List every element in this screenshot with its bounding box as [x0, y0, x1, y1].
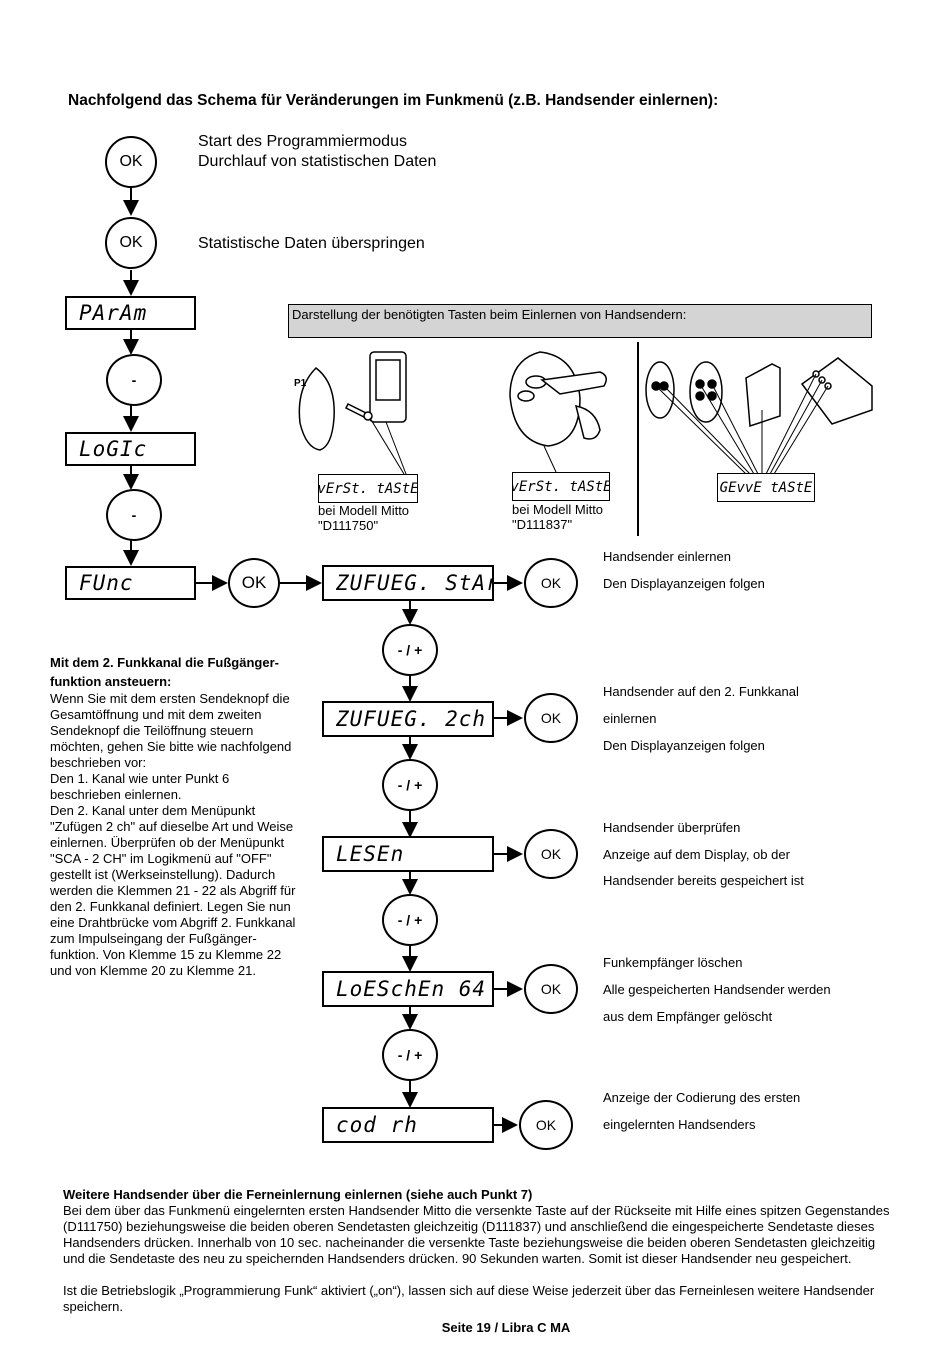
- bottom-para1-line: (D111750) beziehungsweise die beiden obe…: [63, 1219, 875, 1234]
- bottom-para1-line: und die Sendetaste des neu zu speichernd…: [63, 1251, 852, 1266]
- body-line: einlernen. Überprüfen ob der Menüpunkt: [50, 835, 285, 850]
- skip-text: Statistische Daten überspringen: [198, 235, 425, 252]
- body-line: den 2. Funkkanal definiert. Legen Sie nu…: [50, 899, 291, 914]
- body-line: Sendeknopf die Teilöffnung steuern: [50, 723, 254, 738]
- bottom-title: Weitere Handsender über die Ferneinlernu…: [63, 1187, 533, 1202]
- step3-line1: Handsender überprüfen: [603, 820, 741, 835]
- minus-button-2[interactable]: -: [106, 489, 162, 541]
- body-line: beschrieben einlernen.: [50, 787, 182, 802]
- body-line: "Zufügen 2 ch" auf dieselbe Art und Weis…: [50, 819, 294, 834]
- ok-button-step3[interactable]: OK: [524, 829, 578, 879]
- step2-line1: Handsender auf den 2. Funkkanal: [603, 684, 799, 699]
- body-line: zum Impulseingang der Fußgänger-: [50, 931, 257, 946]
- step4-line1: Funkempfänger löschen: [603, 955, 743, 970]
- start-text-line2: Durchlauf von statistischen Daten: [198, 153, 437, 170]
- bottom-para1-line: Handsenders drücken. Innerhalb von 10 se…: [63, 1235, 876, 1250]
- model2-line2: "D111837": [512, 517, 573, 532]
- ok-button-func[interactable]: OK: [228, 558, 280, 608]
- minus-button-1[interactable]: -: [106, 354, 162, 406]
- body-line: beschrieben vor:: [50, 755, 147, 770]
- body-line: eine Drahtbrücke vom Abgriff 2. Funkkana…: [50, 915, 296, 930]
- model1-line2: "D111750": [318, 518, 379, 533]
- step1-line1: Handsender einlernen: [603, 549, 731, 564]
- keys-panel-title: Darstellung der benötigten Tasten beim E…: [288, 304, 872, 338]
- body-line: funktion. Von Klemme 15 zu Klemme 22: [50, 947, 282, 962]
- display-func: FUnc: [65, 566, 196, 600]
- display-zufueg-2ch: ZUFUEG. 2ch: [322, 701, 494, 737]
- remote-d111837-illustration: [509, 351, 607, 473]
- bottom-para1-line: Bei dem über das Funkmenü eingelernten e…: [63, 1203, 890, 1218]
- display-param: PArAm: [65, 296, 196, 330]
- display-logic: LoGIc: [65, 432, 196, 466]
- body-line: Den 1. Kanal wie unter Punkt 6: [50, 771, 230, 786]
- step3-line2: Anzeige auf dem Display, ob der: [603, 847, 790, 862]
- ok-button-step2[interactable]: OK: [524, 693, 578, 743]
- model1-line1: bei Modell Mitto: [318, 503, 410, 518]
- section-title-line2: funktion ansteuern:: [50, 674, 172, 689]
- body-line: "SCA - 2 CH" im Logikmenü auf "OFF": [50, 851, 272, 866]
- ok-button-step1[interactable]: OK: [524, 558, 578, 608]
- display-loeschen: LoESchEn 64: [322, 971, 494, 1007]
- pedestrian-function-section: Mit dem 2. Funkkanal die Fußgänger- funk…: [50, 653, 312, 979]
- key-display-1: vErSt. tAStE: [318, 474, 418, 503]
- plusminus-button-4[interactable]: - / +: [382, 1029, 438, 1081]
- plusminus-button-3[interactable]: - / +: [382, 894, 438, 946]
- ok-button-step5[interactable]: OK: [519, 1100, 573, 1150]
- paragraph-spacer: [63, 1267, 903, 1283]
- start-text-line1: Start des Programmiermodus: [198, 133, 407, 150]
- body-line: Gesamtöffnung und mit dem zweiten: [50, 707, 262, 722]
- body-line: möchten, gehen Sie bitte wie nachfolgend: [50, 739, 292, 754]
- display-lesen: LESEn: [322, 836, 494, 872]
- step5-line2: eingelernten Handsenders: [603, 1117, 756, 1132]
- step5-line1: Anzeige der Codierung des ersten: [603, 1090, 801, 1105]
- bottom-para2-line: Ist die Betriebslogik „Programmierung Fu…: [63, 1283, 875, 1298]
- remotes-group-illustration: [645, 357, 873, 474]
- section-title-line1: Mit dem 2. Funkkanal die Fußgänger-: [50, 655, 279, 670]
- remote-d111750-illustration: P1: [294, 351, 407, 475]
- step2-line3: Den Displayanzeigen folgen: [603, 738, 765, 753]
- ok-button-step4[interactable]: OK: [524, 964, 578, 1014]
- ok-button-start[interactable]: OK: [105, 136, 157, 188]
- step4-line2: Alle gespeicherten Handsender werden: [603, 982, 831, 997]
- display-cod: cod rh: [322, 1107, 494, 1143]
- svg-text:P1: P1: [294, 378, 307, 389]
- step3-line3: Handsender bereits gespeichert ist: [603, 873, 804, 888]
- body-line: werden die Klemmen 21 - 22 als Abgriff f…: [50, 883, 296, 898]
- step4-line3: aus dem Empfänger gelöscht: [603, 1009, 773, 1024]
- model2-line1: bei Modell Mitto: [512, 502, 604, 517]
- body-line: gestellt ist (Werkseinstellung). Dadurch: [50, 867, 276, 882]
- bottom-para2-line: speichern.: [63, 1299, 123, 1314]
- ok-button-skip[interactable]: OK: [105, 217, 157, 269]
- plusminus-button-2[interactable]: - / +: [382, 759, 438, 811]
- key-display-2: vErSt. tAStE: [512, 472, 610, 501]
- page-footer: Seite 19 / Libra C MA: [441, 1320, 571, 1335]
- plusminus-button-1[interactable]: - / +: [382, 624, 438, 676]
- body-line: und von Klemme 20 zu Klemme 21.: [50, 963, 256, 978]
- body-line: Wenn Sie mit dem ersten Sendeknopf die: [50, 691, 290, 706]
- body-line: Den 2. Kanal unter dem Menüpunkt: [50, 803, 256, 818]
- step1-line2: Den Displayanzeigen folgen: [603, 576, 765, 591]
- key-display-3: GEvvE tAStE: [717, 473, 815, 502]
- step2-line2: einlernen: [603, 711, 657, 726]
- page-heading: Nachfolgend das Schema für Veränderungen…: [68, 92, 719, 109]
- remote-learning-section: Weitere Handsender über die Ferneinlernu…: [63, 1187, 903, 1315]
- display-zufueg-start: ZUFUEG. StArt: [322, 565, 494, 601]
